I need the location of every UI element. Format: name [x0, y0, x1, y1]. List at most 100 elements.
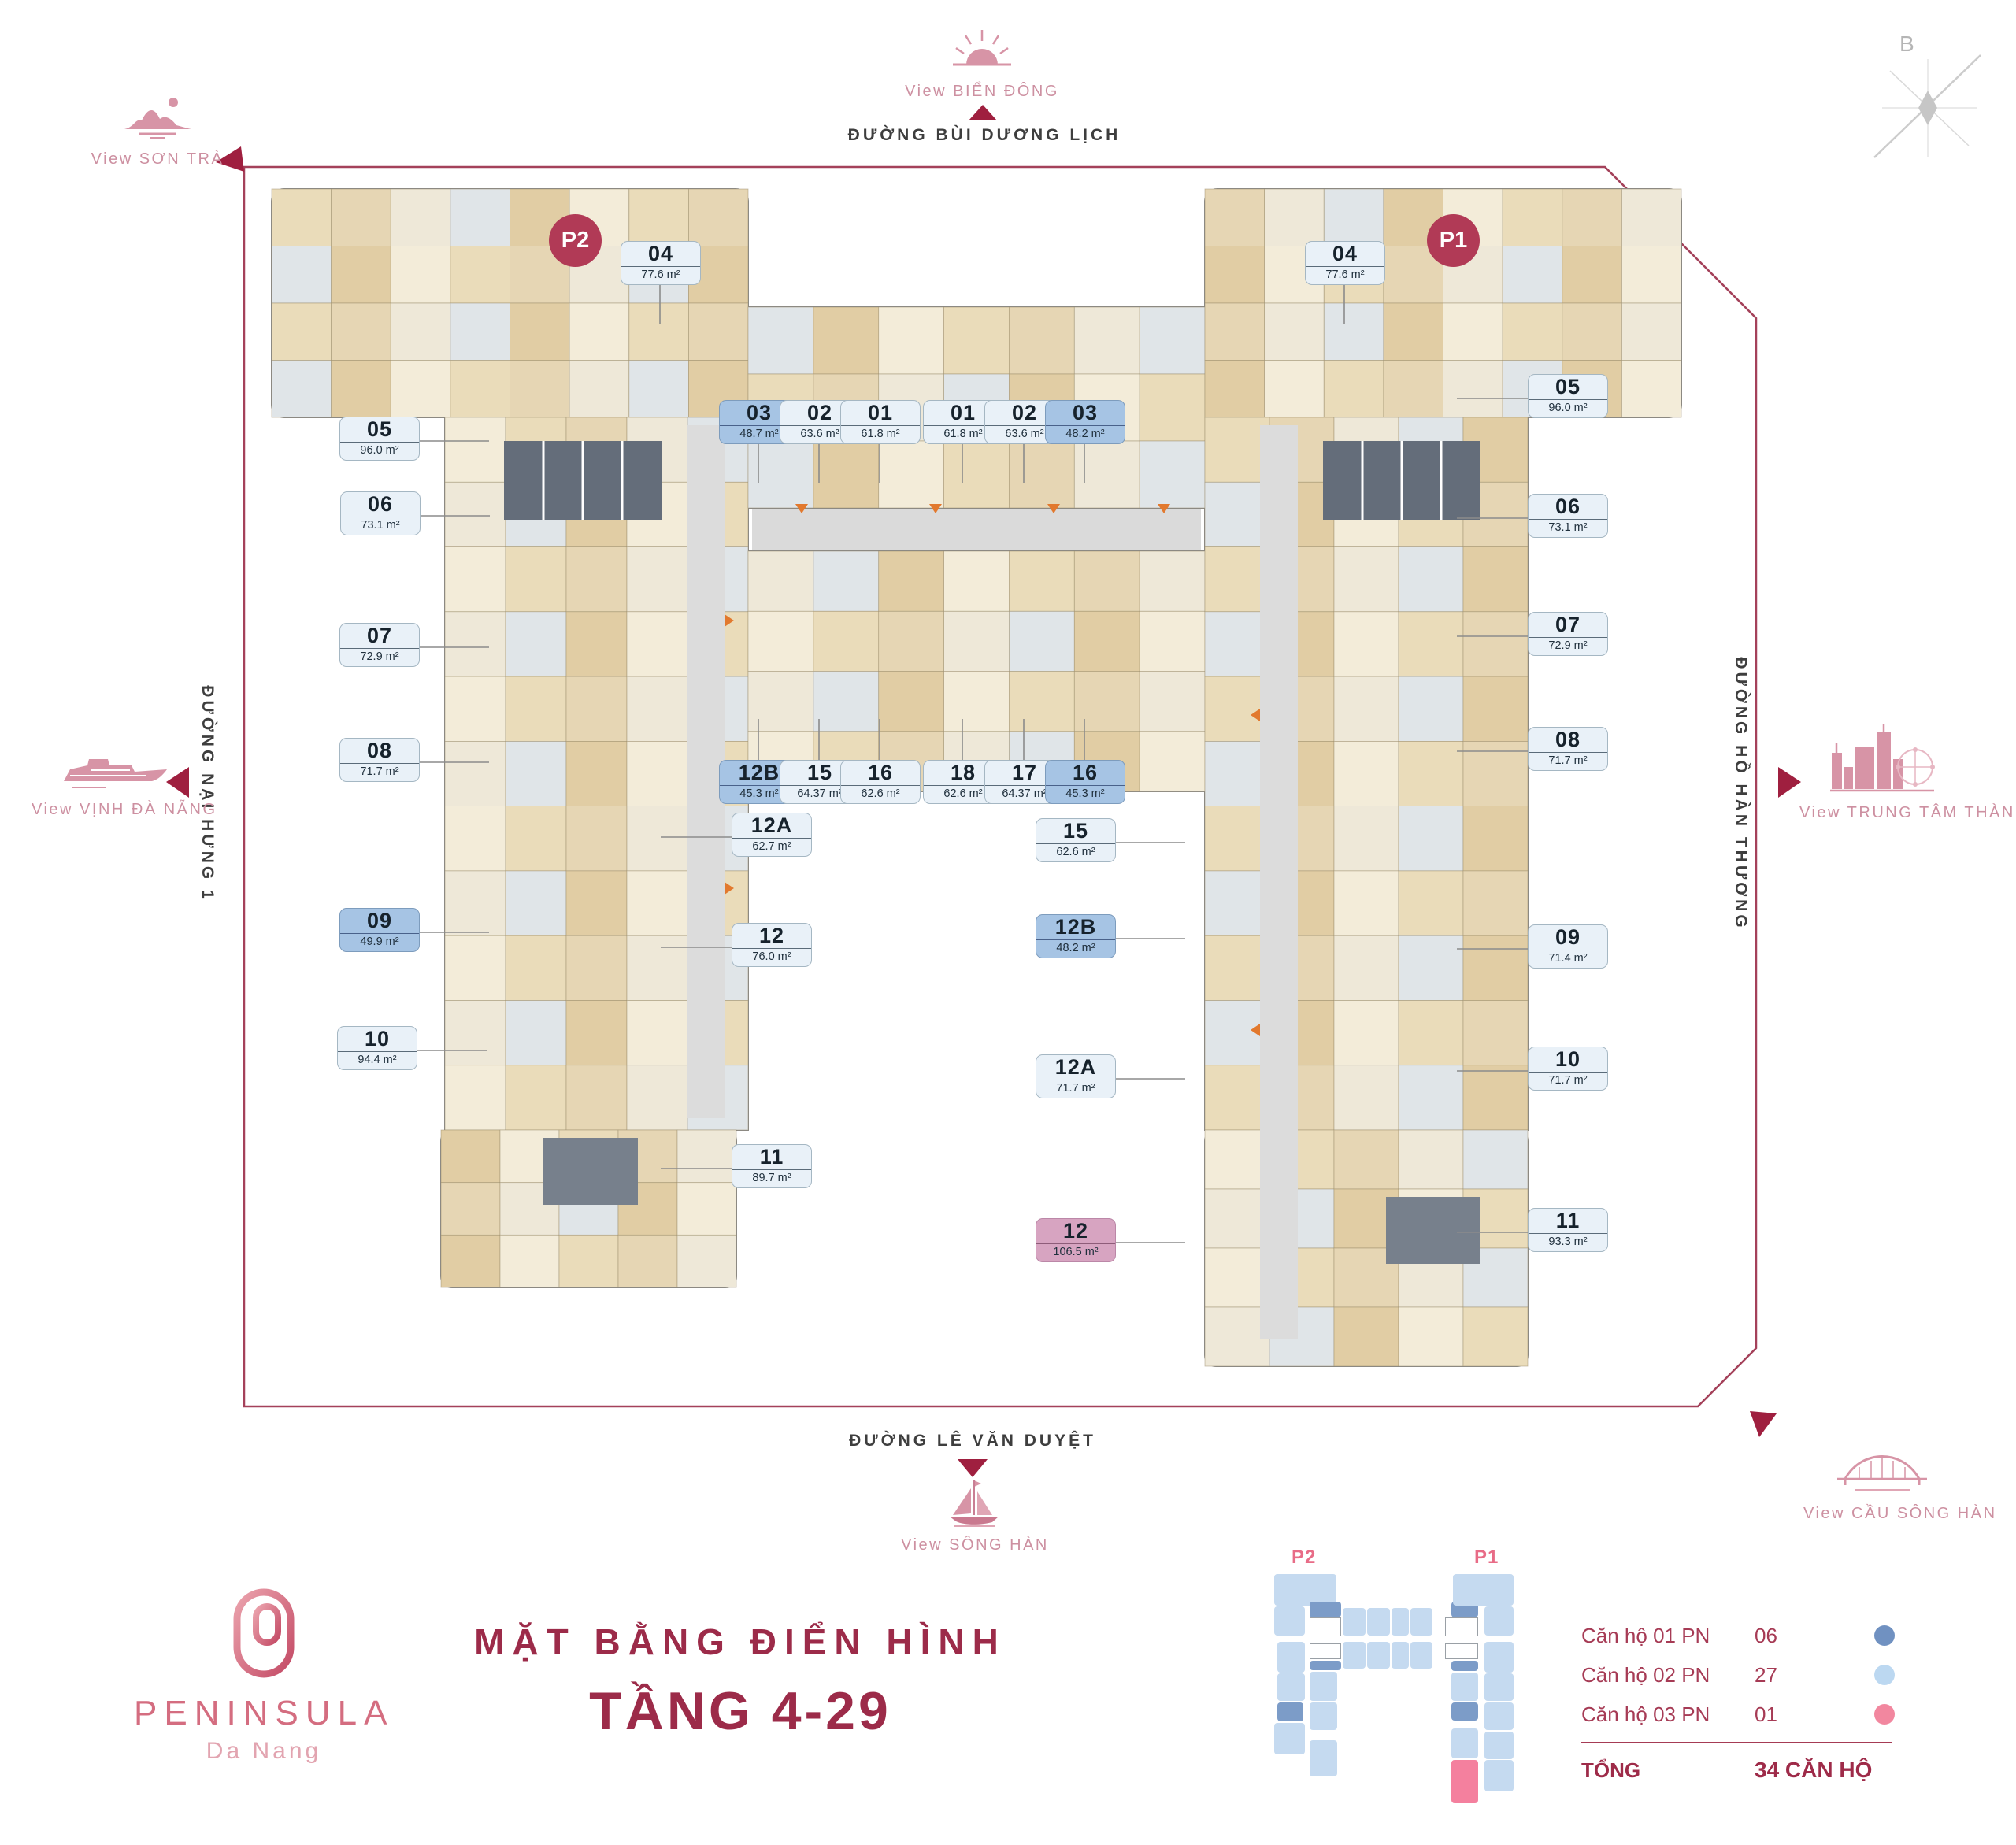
- minimap-block: [1392, 1642, 1409, 1669]
- minimap-block: [1277, 1673, 1305, 1701]
- entry-markers: [724, 504, 1260, 1036]
- unit-number: 11: [1555, 1209, 1581, 1232]
- unit-number: 04: [647, 242, 674, 265]
- unit-number: 12: [1062, 1219, 1089, 1243]
- legend-label: Căn hộ 02 PN: [1581, 1662, 1710, 1687]
- minimap-block: [1310, 1617, 1341, 1636]
- minimap-block: [1310, 1702, 1337, 1730]
- minimap-block: [1274, 1574, 1336, 1606]
- unit-area: 93.3 m²: [1529, 1233, 1607, 1251]
- unit-number: 18: [950, 761, 976, 784]
- compass-icon: B: [1873, 31, 1981, 158]
- unit-number: 03: [1072, 401, 1099, 424]
- minimap-block: [1367, 1608, 1390, 1636]
- minimap-block: [1367, 1642, 1390, 1669]
- unit-number: 12: [758, 924, 785, 947]
- unit-area: 72.9 m²: [340, 648, 419, 666]
- unit-area: 62.6 m²: [841, 785, 920, 803]
- view-label-top-left: View SƠN TRÀ: [91, 150, 224, 168]
- minimap-block: [1453, 1574, 1514, 1606]
- title-line2: TẦNG 4-29: [589, 1681, 891, 1741]
- unit-area: 89.7 m²: [732, 1169, 811, 1187]
- unit-number: 12A: [750, 813, 793, 837]
- unit-area: 45.3 m²: [1046, 785, 1125, 803]
- unit-area: 71.7 m²: [1529, 1072, 1607, 1090]
- label-leader-lines: [416, 283, 1528, 1243]
- street-label-right: ĐƯỜNG HỒ HÀN THƯƠNG: [1732, 657, 1750, 931]
- view-label-bottom: View SÔNG HÀN: [901, 1536, 1049, 1554]
- unit-number: 15: [1062, 819, 1089, 843]
- arrow-top-left: [216, 146, 244, 172]
- minimap-block: [1274, 1723, 1305, 1754]
- unit-area: 61.8 m²: [841, 425, 920, 443]
- minimap-block: [1451, 1602, 1478, 1617]
- unit-number: 12B: [1054, 915, 1097, 939]
- unit-number: 01: [867, 401, 894, 424]
- minimap-block: [1484, 1732, 1514, 1759]
- arrow-top: [969, 105, 997, 120]
- minimap-block: [1451, 1728, 1478, 1758]
- city-icon: [1830, 724, 1935, 792]
- view-callout-right: View TRUNG TÂM THÀNH PHỐ: [1799, 723, 2016, 822]
- unit-number: 05: [1555, 375, 1581, 398]
- unit-number: 11: [759, 1145, 784, 1169]
- minimap-block: [1310, 1602, 1341, 1617]
- unit-number: 06: [367, 492, 394, 516]
- unit-area: 71.7 m²: [1036, 1080, 1115, 1098]
- unit-area: 71.7 m²: [340, 763, 419, 781]
- minimap-block: [1310, 1672, 1337, 1701]
- unit-number: 04: [1332, 242, 1358, 265]
- unit-area: 45.3 m²: [720, 785, 799, 803]
- minimap-block: [1310, 1643, 1341, 1659]
- minimap-block: [1445, 1643, 1478, 1659]
- view-callout-top: View BIỂN ĐÔNG: [891, 24, 1073, 101]
- view-label-top: View BIỂN ĐÔNG: [905, 83, 1059, 100]
- minimap-block: [1484, 1673, 1514, 1701]
- unit-number: 12A: [1054, 1055, 1097, 1079]
- project-logo: PENINSULA Da Nang: [134, 1588, 394, 1765]
- minimap-block: [1451, 1760, 1478, 1803]
- unit-number: 05: [366, 417, 393, 441]
- unit-area: 106.5 m²: [1036, 1243, 1115, 1261]
- minimap-block: [1445, 1617, 1478, 1636]
- page-title: MẶT BẰNG ĐIỂN HÌNH TẦNG 4-29: [465, 1621, 1016, 1742]
- minimap-p1-label: P1: [1474, 1547, 1499, 1568]
- unit-number: 01: [950, 401, 976, 424]
- minimap-block: [1310, 1740, 1337, 1776]
- unit-number: 10: [364, 1027, 391, 1050]
- unit-area: 71.7 m²: [1529, 752, 1607, 770]
- legend-label: Căn hộ 01 PN: [1581, 1623, 1710, 1647]
- unit-area: 48.2 m²: [1046, 425, 1125, 443]
- minimap-block: [1274, 1606, 1305, 1636]
- minimap-block: [1484, 1702, 1514, 1730]
- minimap-block: [1343, 1608, 1366, 1636]
- view-label-bottom-right: View CẦU SÔNG HÀN: [1803, 1505, 1997, 1522]
- minimap-block: [1277, 1702, 1303, 1721]
- legend-total-row: TỔNG 34 CĂN HỘ: [1581, 1750, 1903, 1791]
- minimap-block: [1451, 1702, 1478, 1721]
- minimap-block: [1392, 1608, 1409, 1636]
- legend-total-value: 34 CĂN HỘ: [1755, 1758, 1873, 1782]
- unit-area: 96.0 m²: [340, 442, 419, 460]
- minimap-block: [1451, 1673, 1478, 1701]
- tower-marker-p2: P2: [549, 214, 602, 267]
- unit-number: 03: [746, 401, 773, 424]
